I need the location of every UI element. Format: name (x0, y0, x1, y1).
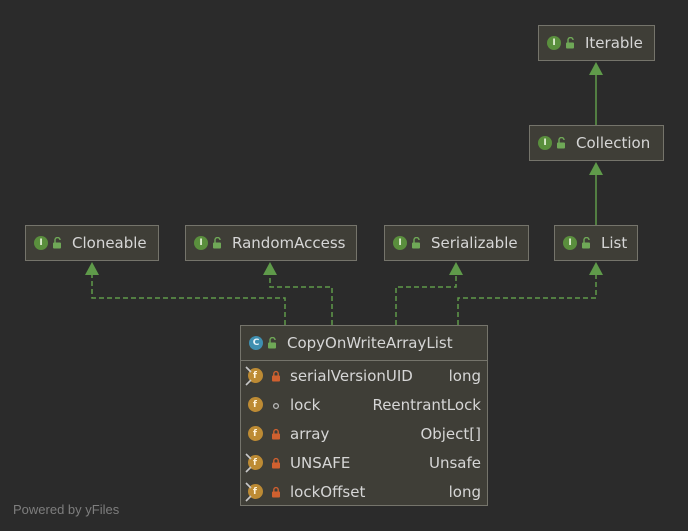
field-icon-wrap: f (246, 396, 264, 414)
arrowhead-randomaccess (263, 262, 277, 275)
private-lock-icon (272, 457, 280, 468)
node-label: RandomAccess (232, 233, 346, 252)
static-field-icon: f (245, 481, 264, 502)
interface-node-iterable[interactable]: I Iterable (538, 25, 655, 61)
interface-node-list[interactable]: I List (554, 225, 638, 261)
arrowhead-iterable (589, 62, 603, 75)
private-lock-icon (272, 370, 280, 381)
field-row[interactable]: f serialVersionUID long (241, 361, 487, 390)
edge-implements-randomaccess (269, 273, 333, 325)
field-row[interactable]: f array Object[] (241, 419, 487, 448)
interface-node-randomaccess[interactable]: I RandomAccess (185, 225, 357, 261)
class-name: CopyOnWriteArrayList (287, 333, 453, 352)
class-icon: C (249, 336, 263, 350)
static-pin-icon (245, 365, 252, 386)
field-row[interactable]: f lockOffset long (241, 477, 487, 506)
node-label: Serializable (431, 233, 518, 252)
static-pin-icon (245, 481, 252, 502)
public-visibility-icon (566, 37, 574, 49)
field-name: lockOffset (290, 482, 366, 501)
field-type: Unsafe (428, 453, 481, 472)
interface-icon: I (547, 36, 561, 50)
field-type: long (448, 482, 481, 501)
node-label: List (601, 233, 628, 252)
node-label: Iterable (585, 33, 643, 52)
class-header[interactable]: C CopyOnWriteArrayList (241, 326, 487, 361)
interface-node-serializable[interactable]: I Serializable (384, 225, 529, 261)
interface-icon: I (563, 236, 577, 250)
field-row[interactable]: f lock ReentrantLock (241, 390, 487, 419)
field-icon: f (247, 426, 263, 441)
field-icon: f (247, 484, 263, 499)
interface-node-cloneable[interactable]: I Cloneable (25, 225, 159, 261)
edge-implements-cloneable (91, 273, 286, 325)
field-type: long (448, 366, 481, 385)
public-visibility-icon (213, 237, 221, 249)
public-visibility-icon (557, 137, 565, 149)
field-row[interactable]: f UNSAFE Unsafe (241, 448, 487, 477)
interface-icon: I (538, 136, 552, 150)
private-lock-icon (272, 428, 280, 439)
field-name: UNSAFE (290, 453, 351, 472)
public-visibility-icon (582, 237, 590, 249)
field-type: Object[] (420, 424, 481, 443)
powered-by-footer: Powered by yFiles (13, 502, 120, 517)
private-lock-icon (272, 486, 280, 497)
field-icon: f (247, 368, 263, 383)
field-icon-wrap: f (246, 425, 264, 443)
field-type: ReentrantLock (372, 395, 481, 414)
field-name: array (290, 424, 330, 443)
interface-node-collection[interactable]: I Collection (529, 125, 664, 161)
arrowhead-cloneable (85, 262, 99, 275)
interface-icon: I (393, 236, 407, 250)
static-field-icon: f (245, 452, 264, 473)
arrowhead-serializable (449, 262, 463, 275)
package-visibility-icon (272, 402, 280, 409)
edge-implements-serializable (395, 273, 457, 325)
field-name: serialVersionUID (290, 366, 413, 385)
node-label: Cloneable (72, 233, 147, 252)
interface-icon: I (194, 236, 208, 250)
public-visibility-icon (53, 237, 61, 249)
node-label: Collection (576, 133, 651, 152)
static-field-icon: f (245, 365, 264, 386)
field-icon: f (247, 455, 263, 470)
class-node-copyonwritearraylist[interactable]: C CopyOnWriteArrayList f serialVersionUI… (240, 325, 488, 506)
field-name: lock (290, 395, 321, 414)
arrowhead-collection (589, 162, 603, 175)
interface-icon: I (34, 236, 48, 250)
field-icon: f (247, 397, 263, 412)
arrowhead-list (589, 262, 603, 275)
edge-implements-list (457, 273, 597, 325)
static-pin-icon (245, 452, 252, 473)
public-visibility-icon (412, 237, 420, 249)
public-visibility-icon (268, 337, 276, 349)
